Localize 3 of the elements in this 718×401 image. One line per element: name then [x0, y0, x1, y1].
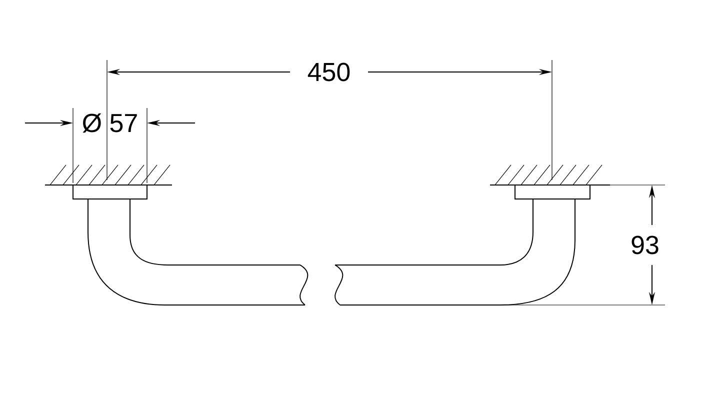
dimension-text: Ø 57 — [82, 113, 137, 133]
dimension-text: 450 — [308, 62, 350, 82]
dimension-text: 93 — [632, 236, 658, 254]
